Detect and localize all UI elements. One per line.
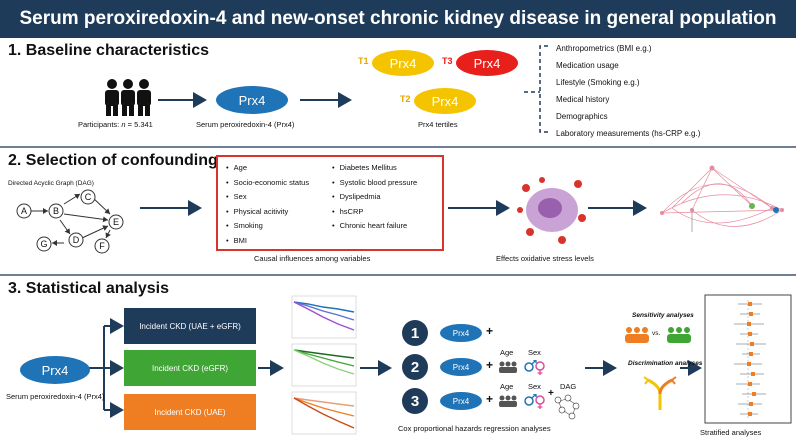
tertile-2-label: T2 (400, 94, 411, 104)
km-curves (291, 295, 357, 435)
dag-node: B (52, 206, 59, 216)
prx4-pill: Prx4 (20, 356, 90, 384)
vs-label: vs. (652, 330, 661, 337)
characteristic-item: Laboratory measurements (hs-CRP e.g.) (556, 129, 701, 138)
section-divider (0, 146, 796, 148)
prx4-caption: Serum peroxiredoxin-4 (Prx4) (6, 392, 105, 401)
sensitivity-icons (625, 327, 691, 343)
section-1-title: 1. Baseline characteristics (8, 42, 210, 59)
dag-node: A (20, 206, 27, 216)
sex-label: Sex (528, 348, 541, 357)
section-divider (0, 274, 796, 276)
dag-caption: Directed Acyclic Graph (DAG) (8, 180, 94, 187)
characteristic-item: Medication usage (556, 61, 619, 70)
confounder-item: BMI (226, 234, 309, 249)
confounders-right: Diabetes Mellitus Systolic blood pressur… (332, 161, 418, 234)
confounder-item: Systolic blood pressure (332, 176, 418, 191)
confounder-item: Dyslipedmia (332, 190, 417, 205)
confounder-item: Chronic heart failure (332, 219, 417, 234)
oxidative-stress-illustration (517, 177, 586, 244)
characteristic-item: Medical history (556, 95, 610, 104)
model-prx4-pill: Prx4 (440, 358, 482, 376)
sex-label: Sex (528, 382, 541, 391)
section-2-title: 2. Selection of confounding (8, 152, 218, 169)
characteristics-list: Anthropometrics (BMI e.g.) Medication us… (556, 40, 700, 142)
discrimination-label: Discrimination analyses (628, 360, 703, 367)
plus-sign: + (486, 324, 494, 338)
causal-caption: Causal influences among variables (254, 254, 371, 263)
outcome-ckd-egfr: Incident CKD (eGFR) (124, 350, 256, 386)
confounder-item: Age (226, 161, 309, 176)
age-sex-icons (499, 360, 545, 375)
forest-plot (704, 294, 792, 424)
dag-node: D (72, 235, 80, 245)
tertile-3-pill: Prx4 (456, 50, 518, 76)
plus-sign: + (486, 358, 494, 372)
plus-sign: + (486, 392, 494, 406)
model-number: 2 (402, 354, 428, 380)
discrimination-icon (643, 376, 677, 410)
confounders-box: Age Socio-economic status Sex Physical a… (216, 155, 444, 251)
dag-network-thumbnail (660, 165, 784, 232)
participants-icon (105, 79, 151, 116)
section-3-title: 3. Statistical analysis (8, 280, 169, 297)
dag-label: DAG (560, 382, 577, 391)
dag-node: F (99, 241, 105, 251)
characteristic-item: Lifestyle (Smoking e.g.) (556, 78, 640, 87)
stratified-caption: Stratified analyses (700, 428, 762, 437)
tertile-1-label: T1 (358, 56, 369, 66)
confounder-item: Sex (226, 190, 309, 205)
oxidative-caption: Effects oxidative stress levels (496, 254, 594, 263)
plus-sign: + (548, 388, 554, 399)
participants-label: Participants: n = 5.341 (78, 120, 153, 129)
tertile-1-pill: Prx4 (372, 50, 434, 76)
sensitivity-label: Sensitivity analyses (632, 312, 694, 319)
confounder-item: Socio-economic status (226, 176, 309, 191)
outcome-ckd-uae: Incident CKD (UAE) (124, 394, 256, 430)
characteristic-item: Anthropometrics (BMI e.g.) (556, 44, 652, 53)
age-label: Age (500, 382, 514, 391)
outcome-ckd-uae-egfr: Incident CKD (UAE + eGFR) (124, 308, 256, 344)
dag-node: G (40, 239, 48, 249)
tertile-3-label: T3 (442, 56, 453, 66)
dag-diagram (16, 189, 124, 254)
model-number: 1 (402, 320, 428, 346)
age-sex-dag-icons (499, 394, 580, 420)
prx4-caption: Serum peroxiredoxin-4 (Prx4) (196, 120, 295, 129)
prx4-pill: Prx4 (216, 86, 288, 114)
tertile-2-pill: Prx4 (414, 88, 476, 114)
model-prx4-pill: Prx4 (440, 392, 482, 410)
confounder-item: Diabetes Mellitus (332, 161, 417, 176)
age-label: Age (500, 348, 514, 357)
confounder-item: Physical acitivity (226, 205, 309, 220)
model-number: 3 (402, 388, 428, 414)
dag-node: C (84, 192, 92, 202)
confounders-left: Age Socio-economic status Sex Physical a… (226, 161, 309, 248)
model-prx4-pill: Prx4 (440, 324, 482, 342)
confounder-item: Smoking (226, 219, 309, 234)
page-title: Serum peroxiredoxin-4 and new-onset chro… (0, 0, 796, 38)
characteristic-item: Demographics (556, 112, 608, 121)
confounder-item: hsCRP (332, 205, 417, 220)
cox-caption: Cox proportional hazards regression anal… (398, 424, 551, 433)
dag-node: E (112, 217, 119, 227)
tertiles-caption: Prx4 tertiles (418, 120, 458, 129)
